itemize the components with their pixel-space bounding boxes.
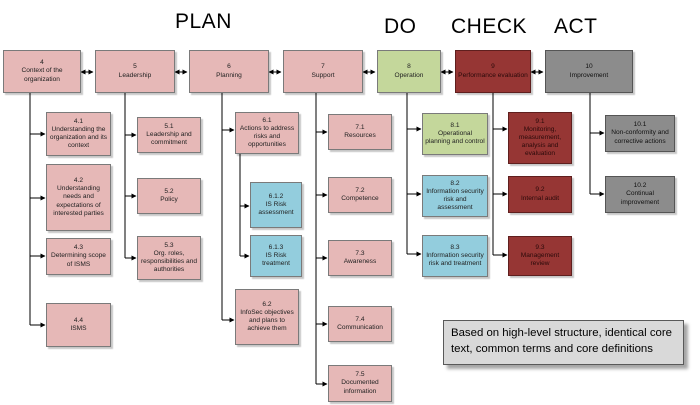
subclause-title: Operational planning and control bbox=[425, 129, 485, 146]
subclause-title: Resources bbox=[344, 132, 376, 139]
subclause-number: 5.2 bbox=[164, 187, 174, 195]
subclause-title: InfoSec objectives and plans to achieve … bbox=[240, 308, 294, 333]
subclause-number: 5.3 bbox=[164, 241, 174, 249]
subclause-number: 6.1.2 bbox=[268, 192, 284, 200]
clause-title: Support bbox=[311, 71, 335, 79]
subclause-number: 8.3 bbox=[450, 243, 460, 251]
subclause-title: Org. roles, responsibilities and authori… bbox=[140, 249, 198, 274]
subclause-number: 9.2 bbox=[535, 186, 545, 194]
subclause-title: Communication bbox=[337, 324, 383, 331]
clause-number: 5 bbox=[133, 63, 137, 71]
subclause-title: Awareness bbox=[343, 258, 377, 265]
phase-check-heading: CHECK bbox=[451, 15, 528, 38]
subclause-number: 6.1.3 bbox=[268, 243, 284, 251]
subclause-number: 6.2 bbox=[262, 300, 272, 308]
subclause-title: Continual improvement bbox=[620, 190, 660, 206]
subclause-title: IS Risk treatment bbox=[262, 251, 290, 268]
subclause-number: 4.3 bbox=[73, 244, 84, 252]
subclause-number: 5.1 bbox=[164, 122, 174, 130]
phase-act-heading: ACT bbox=[554, 15, 598, 38]
subclause-number: 10.1 bbox=[633, 121, 647, 129]
subclause-title: Management review bbox=[520, 251, 560, 268]
subclause-number: 7.2 bbox=[355, 186, 365, 194]
clause-title: Context of the organization bbox=[21, 67, 63, 83]
subclause-title: Understanding the organization and its c… bbox=[49, 125, 108, 150]
subclause-title: Information security risk and treatment bbox=[426, 251, 484, 268]
subclause-title: Competence bbox=[341, 195, 379, 202]
subclause-title: Documented information bbox=[341, 379, 379, 395]
clause-title: Improvement bbox=[569, 71, 609, 79]
note-callout: Based on high-level structure, identical… bbox=[443, 320, 684, 365]
subclause-number: 6.1 bbox=[262, 116, 272, 124]
subclause-title: Internal audit bbox=[520, 194, 560, 202]
phase-do-heading: DO bbox=[384, 15, 417, 38]
subclause-title: Non-conformity and corrective actions bbox=[611, 129, 669, 145]
clause-number: 6 bbox=[227, 63, 231, 71]
subclause-number: 7.3 bbox=[355, 249, 365, 257]
subclause-number: 10.2 bbox=[633, 182, 647, 190]
subclause-number: 9.3 bbox=[535, 243, 545, 251]
subclause-number: 7.5 bbox=[355, 371, 365, 379]
subclause-number: 4.1 bbox=[73, 117, 84, 125]
clause-number: 8 bbox=[407, 63, 411, 71]
subclause-title: Policy bbox=[160, 196, 178, 203]
subclause-title: ISMS bbox=[70, 325, 87, 332]
clause-number: 7 bbox=[321, 63, 325, 71]
clause-number: 10 bbox=[585, 63, 593, 71]
subclause-title: Determining scope of ISMS bbox=[51, 252, 106, 268]
clause-title: Performance evaluation bbox=[458, 71, 528, 79]
clause-number: 9 bbox=[491, 63, 495, 71]
subclause-number: 7.4 bbox=[355, 315, 365, 323]
subclause-number: 4.2 bbox=[73, 177, 84, 185]
clause-title: Operation bbox=[394, 71, 424, 79]
clause-title: Planning bbox=[216, 71, 242, 79]
subclause-title: Understanding needs and expectations of … bbox=[53, 185, 104, 217]
subclause-number: 8.1 bbox=[450, 121, 460, 129]
subclause-title: Monitoring, measurement, analysis and ev… bbox=[518, 125, 562, 158]
subclause-number: 8.2 bbox=[450, 179, 460, 187]
subclause-title: Actions to address risks and opportuniti… bbox=[239, 124, 295, 149]
clause-title: Leadership bbox=[118, 71, 152, 79]
subclause-title: IS Risk assessment bbox=[258, 200, 294, 217]
subclause-title: Information security risk and assessment bbox=[426, 187, 484, 212]
clause-number: 4 bbox=[40, 59, 44, 67]
phase-plan-heading: PLAN bbox=[175, 10, 232, 33]
subclause-number: 9.1 bbox=[535, 117, 545, 125]
subclause-number: 7.1 bbox=[355, 123, 365, 131]
subclause-title: Leadership and commitment bbox=[146, 130, 192, 147]
subclause-number: 4.4 bbox=[73, 316, 84, 324]
